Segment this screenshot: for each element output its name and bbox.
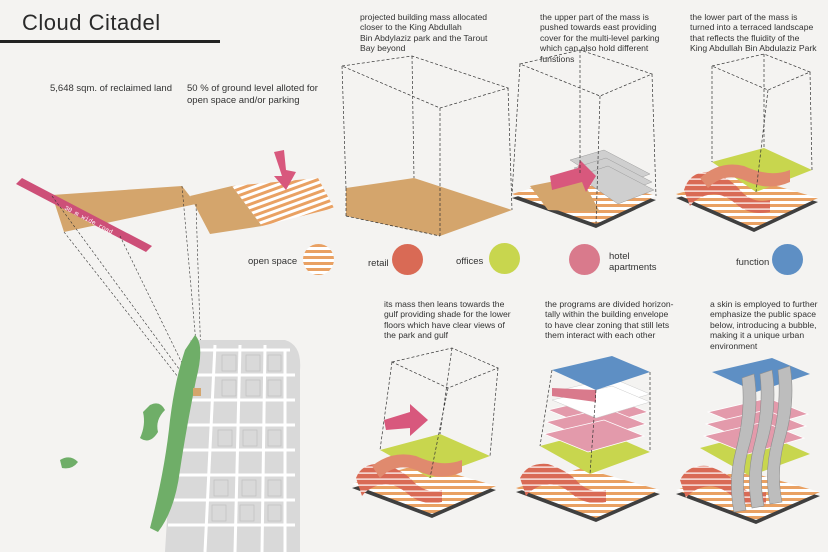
legend-open-space-swatch [303,244,334,275]
legend-offices-swatch [489,243,520,274]
road-strip [16,178,152,252]
step-2-diagram [511,49,657,228]
step-4-diagram [352,347,499,518]
step-6-diagram [676,358,820,524]
site-plan [60,335,301,552]
legend-retail-label: retail [368,258,389,269]
title-underline [0,40,220,43]
down-arrow-icon [274,150,296,190]
step-1-diagram [340,55,513,237]
legend-hotel-swatch [569,244,600,275]
reclaimed-land-label: 5,648 sqm. of reclaimed land [50,83,172,94]
ground-level-label: 50 % of ground level alloted for open sp… [187,83,318,106]
step-5-diagram [516,356,660,522]
projection-lines [51,185,203,397]
legend-retail-swatch [392,244,423,275]
step-5-caption: the programs are divided horizon-tally w… [545,299,674,341]
half-ground-parcel [190,178,334,234]
step-3-diagram [676,53,818,232]
legend-offices-label: offices [456,256,484,267]
legend-open-space-label: open space [248,256,298,267]
legend-function-label: function [736,257,770,268]
page-title: Cloud Citadel [22,10,161,35]
legend-function-swatch [772,244,803,275]
